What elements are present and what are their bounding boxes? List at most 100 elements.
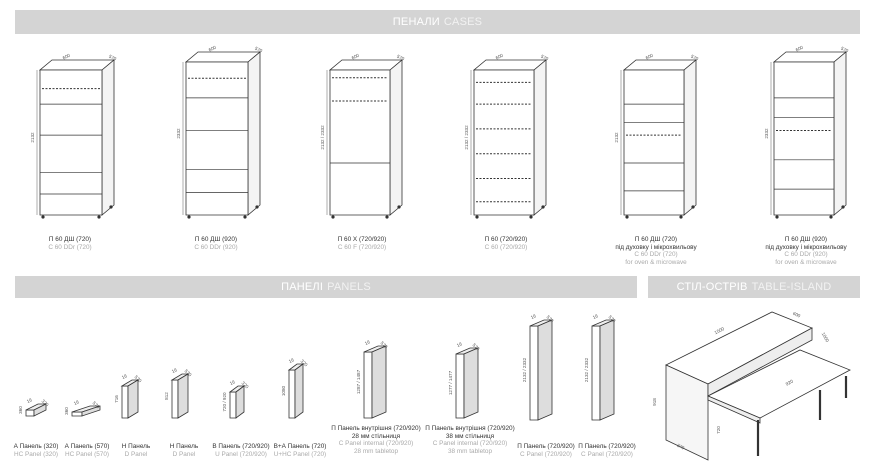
panel-1-b-dim: 320 xyxy=(41,398,50,407)
panel-6-b-dim: 320 xyxy=(300,358,309,367)
panel-2-a-dim: 16 xyxy=(73,399,80,406)
island-lower-dim: 920 xyxy=(785,378,794,386)
case-caption-3: П 60 Х (720/920)C 60 F (720/920) xyxy=(337,236,387,251)
panel-8-height-dim: 1277 / 1477 xyxy=(448,370,453,395)
island-height-dim: 918 xyxy=(652,398,657,406)
panel-10-height-dim: 2132 / 2332 xyxy=(584,357,589,382)
panel-2-b-dim: 570 xyxy=(92,400,101,409)
panel-7-a-dim: 16 xyxy=(364,339,371,346)
case-3-height-dim: 2132 / 2332 xyxy=(320,125,325,150)
panel-caption-7: П Панель внутрішня (720/920)28 мм стільн… xyxy=(331,425,421,455)
panel-2-edge xyxy=(81,405,101,417)
case-2-foot xyxy=(187,215,191,219)
panel-9-b-dim: 570 xyxy=(546,314,555,323)
panel-10-a-dim: 16 xyxy=(592,313,599,320)
panel-3-face xyxy=(121,385,129,419)
case-caption-2: П 60 ДШ (920)C 60 DDr (920) xyxy=(194,236,238,251)
panel-caption-6: В+А Панель (720)U+HC Panel (720) xyxy=(273,443,327,458)
case-caption-6: П 60 ДШ (920)під духовку і мікрохвильову… xyxy=(765,236,847,266)
case-4-front xyxy=(473,69,535,216)
panel-8-b-dim: 570 xyxy=(472,342,481,351)
case-6-foot xyxy=(829,215,833,219)
case-6-foot xyxy=(841,205,845,209)
case-6-front xyxy=(773,61,835,216)
case-1-depth-dim: 570 xyxy=(108,54,117,62)
case-3-foot xyxy=(397,205,401,209)
panel-10-b-dim: 570 xyxy=(608,314,617,323)
case-caption-5: П 60 ДШ (720)під духовку і мікрохвильову… xyxy=(615,236,697,266)
case-6-depth-dim: 570 xyxy=(840,46,849,54)
panel-caption-5: В Панель (720/920)U Panel (720/920) xyxy=(212,443,270,458)
case-4-foot xyxy=(475,215,479,219)
panel-4-face xyxy=(171,379,179,419)
panel-5-a-dim: 16 xyxy=(229,379,236,386)
island-header: СТІЛ-ОСТРІВ TABLE-ISLAND xyxy=(648,276,860,298)
panel-4-a-dim: 16 xyxy=(171,367,178,374)
panel-6-height-dim: 1080 xyxy=(281,385,286,396)
case-3-front xyxy=(329,69,391,216)
panel-6: 1080 16 320 xyxy=(281,357,309,419)
case-5-side xyxy=(683,59,697,216)
case-4-foot xyxy=(529,215,533,219)
case-5-foot xyxy=(679,215,683,219)
panel-7-height-dim: 1287 / 1487 xyxy=(356,369,361,394)
panel-3-edge xyxy=(127,379,139,419)
case-1-foot xyxy=(97,215,101,219)
panel-7-edge xyxy=(371,345,387,419)
cases-header: ПЕНАЛИ CASES xyxy=(15,10,860,34)
island-top-edge xyxy=(707,327,813,397)
panels-header-ua: ПАНЕЛІ xyxy=(281,281,324,293)
panel-8-a-dim: 16 xyxy=(456,341,463,348)
case-5-width-dim: 600 xyxy=(645,53,654,61)
panel-4-height-dim: 812 xyxy=(164,392,169,400)
island-side-panel xyxy=(665,364,709,461)
island-lower-edge xyxy=(707,395,761,424)
panel-10: 2132 / 2332 16 570 xyxy=(584,313,617,421)
panel-9-a-dim: 16 xyxy=(530,313,537,320)
case-1-height-dim: 2132 xyxy=(30,132,35,143)
panels-header: ПАНЕЛІ PANELS xyxy=(15,276,637,298)
cases-header-ua: ПЕНАЛИ xyxy=(392,16,440,28)
panel-9-height-dim: 2132 / 2332 xyxy=(522,357,527,382)
panel-3-b-dim: 570 xyxy=(134,374,143,383)
case-5-front xyxy=(623,69,685,216)
panel-caption-9: П Панель (720/920)C Panel (720/920) xyxy=(517,443,575,458)
case-1-top xyxy=(38,59,116,71)
case-1-side xyxy=(101,59,115,216)
panel-8-edge xyxy=(463,347,479,419)
panel-5-b-dim: 320 xyxy=(241,380,250,389)
case-3-depth-dim: 570 xyxy=(396,54,405,62)
case-caption-1: П 60 ДШ (720)C 60 DDr (720) xyxy=(48,236,92,251)
panel-5-height-dim: 720 / 920 xyxy=(222,392,227,412)
panel-6-a-dim: 16 xyxy=(288,357,295,364)
island-height2-dim: 720 xyxy=(716,426,721,434)
case-3-foot xyxy=(385,215,389,219)
case-caption-4: П 60 (720/920)C 60 (720/920) xyxy=(484,236,528,251)
case-6-width-dim: 600 xyxy=(795,45,804,53)
case-2-side xyxy=(247,51,261,216)
case-2-foot xyxy=(243,215,247,219)
case-2-front xyxy=(185,61,249,216)
island-depth-dim: 600 xyxy=(792,311,801,319)
panel-7-face xyxy=(363,351,373,419)
panel-1-a-dim: 16 xyxy=(26,397,33,404)
case-4-foot xyxy=(541,205,545,209)
case-2-top xyxy=(184,51,262,63)
case-6-foot xyxy=(775,215,779,219)
panel-8: 1277 / 1477 16 570 xyxy=(448,341,481,419)
panel-caption-2: А Панель (570)HC Panel (570) xyxy=(64,443,110,458)
island-overhang-dim: 370 xyxy=(676,443,685,451)
panel-5: 720 / 920 16 320 xyxy=(222,379,250,419)
panel-7: 1287 / 1487 16 570 xyxy=(356,339,389,419)
panel-7-b-dim: 570 xyxy=(380,340,389,349)
panel-3-a-dim: 16 xyxy=(121,373,128,380)
panel-1-edge xyxy=(33,403,47,417)
case-4-depth-dim: 570 xyxy=(540,54,549,62)
